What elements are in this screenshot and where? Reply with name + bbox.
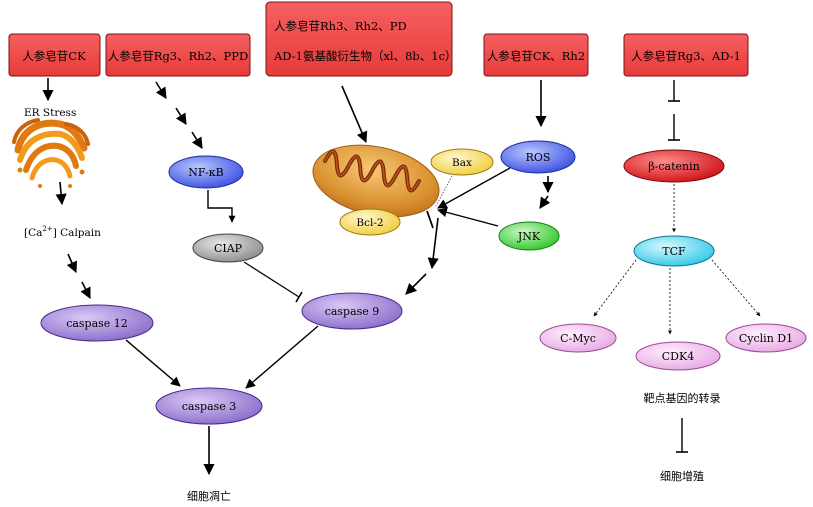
cdk4-node: CDK4: [635, 341, 721, 371]
compound-box-ck-rh2: 人参皂苷CK、Rh2: [483, 33, 589, 77]
cmyc-node: C-Myc: [539, 323, 617, 353]
compound-rg3-rh2-ppd-label: 人参皂苷Rg3、Rh2、PPD: [108, 49, 248, 63]
arrow-mito-to-caspase9: [405, 273, 427, 295]
ciap-node: CIAP: [192, 233, 264, 263]
ros-label: ROS: [526, 151, 551, 164]
jnk-label: JNK: [517, 230, 541, 243]
bcl2-label: Bcl-2: [356, 217, 383, 229]
compound-rg3-ad1-label: 人参皂苷Rg3、AD-1: [631, 49, 741, 63]
bax-node: Bax: [430, 148, 494, 176]
arrow-jnk-to-mito: [437, 207, 499, 227]
arrow-ros-to-jnk-b: [539, 195, 551, 209]
caspase12-node: caspase 12: [40, 304, 154, 342]
inhibit-bar-ciap: [295, 291, 303, 303]
proliferation-label: 细胞增殖: [660, 469, 704, 483]
beta-catenin-label: β-catenin: [648, 160, 699, 173]
inhibit-ciap-caspase9: [243, 261, 300, 298]
ciap-label: CIAP: [214, 242, 243, 255]
arrow-nfkb-to-ciap: [207, 190, 236, 223]
apoptosis-label: 细胞凋亡: [187, 489, 231, 503]
cyclin-d1-node: Cyclin D1: [725, 323, 807, 353]
tcf-label: TCF: [662, 245, 686, 258]
bcl2-node: Bcl-2: [339, 208, 401, 236]
dashed-arrow-tcf-to-cmyc: [593, 259, 637, 317]
caspase3-label: caspase 3: [182, 400, 237, 413]
arrow-er-to-ca: [55, 181, 67, 206]
cyclin-d1-label: Cyclin D1: [739, 332, 793, 345]
arrow-ca-to-caspase12-b: [80, 281, 91, 300]
arrow-ca-to-caspase12-a: [66, 253, 78, 274]
ros-node: ROS: [500, 140, 576, 174]
nfkb-label: NF-κB: [188, 166, 223, 179]
transcription-label: 靶点基因的转录: [644, 391, 721, 405]
nfkb-node: NF-κB: [168, 155, 244, 189]
arrow-rg3-to-nfkb-a: [155, 81, 167, 99]
arrow-ros-to-mito: [437, 167, 511, 209]
tcf-node: TCF: [633, 235, 715, 267]
compound-box-ck: 人参皂苷CK: [8, 33, 101, 77]
beta-catenin-node: β-catenin: [623, 149, 725, 183]
compound-box-rg3-rh2-ppd: 人参皂苷Rg3、Rh2、PPD: [105, 33, 251, 77]
bax-label: Bax: [452, 157, 472, 169]
ca-calpain-label: [Ca2+] Calpain: [24, 225, 101, 239]
arrow-rh3-to-mito: [341, 85, 368, 144]
compound-ck-rh2-label: 人参皂苷CK、Rh2: [487, 49, 585, 63]
dashed-arrow-tcf-to-cyclin-d1: [711, 259, 761, 317]
er-icon: [12, 118, 90, 188]
arrow-rg3-to-nfkb-b: [175, 107, 187, 125]
cdk4-label: CDK4: [662, 350, 694, 363]
compound-rh3-line1: 人参皂苷Rh3、Rh2、PD: [274, 19, 407, 33]
arrow-caspase12-to-caspase3: [125, 339, 181, 387]
compound-rh3-line2: AD-1氨基酸衍生物（xl、8b、1c）: [273, 49, 457, 63]
inhibit-bar-bcl2: [426, 210, 434, 229]
caspase9-node: caspase 9: [301, 292, 403, 330]
caspase9-label: caspase 9: [325, 305, 380, 318]
jnk-node: JNK: [498, 221, 560, 251]
compound-box-rh3-ad1: 人参皂苷Rh3、Rh2、PD AD-1氨基酸衍生物（xl、8b、1c）: [265, 1, 457, 77]
arrow-rg3-to-nfkb-c: [191, 131, 203, 149]
er-stress-label: ER Stress: [24, 107, 76, 119]
arrow-caspase9-to-caspase3: [245, 325, 319, 389]
arrow-mito-down: [427, 217, 439, 270]
caspase3-node: caspase 3: [155, 387, 263, 425]
cmyc-label: C-Myc: [560, 332, 596, 345]
compound-box-rg3-ad1: 人参皂苷Rg3、AD-1: [623, 33, 749, 77]
compound-ck-label: 人参皂苷CK: [22, 49, 86, 63]
caspase12-label: caspase 12: [66, 317, 128, 330]
